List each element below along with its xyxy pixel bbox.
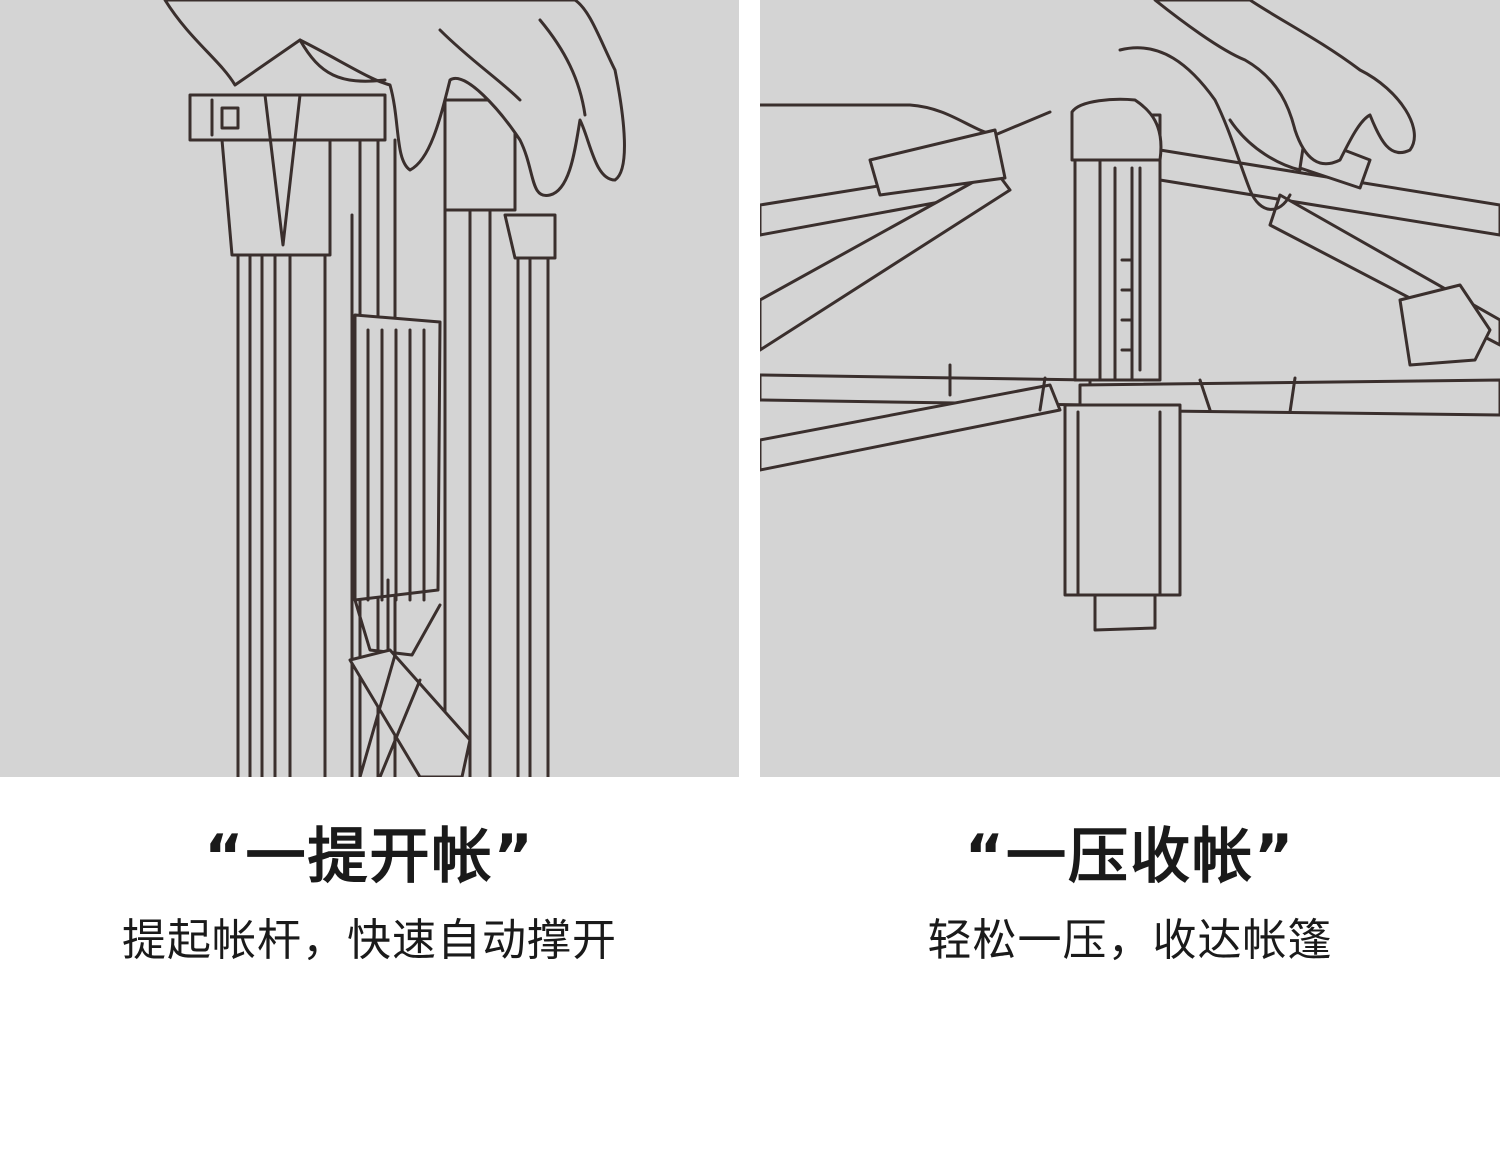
illustration-lift-open xyxy=(0,0,739,777)
caption-press-close: “一压收帐” 轻松一压，收达帐篷 xyxy=(760,815,1500,971)
caption-lift-open: “一提开帐” 提起帐杆，快速自动撑开 xyxy=(0,815,739,971)
hand-pressing-joint-illustration xyxy=(760,0,1500,632)
illustration-press-close xyxy=(760,0,1500,777)
hand-lifting-pole-illustration xyxy=(163,0,626,777)
caption-title: “一压收帐” xyxy=(964,822,1296,892)
caption-subtitle: 轻松一压，收达帐篷 xyxy=(927,915,1333,966)
caption-title: “一提开帐” xyxy=(204,822,535,892)
caption-subtitle: 提起帐杆，快速自动撑开 xyxy=(122,915,617,966)
